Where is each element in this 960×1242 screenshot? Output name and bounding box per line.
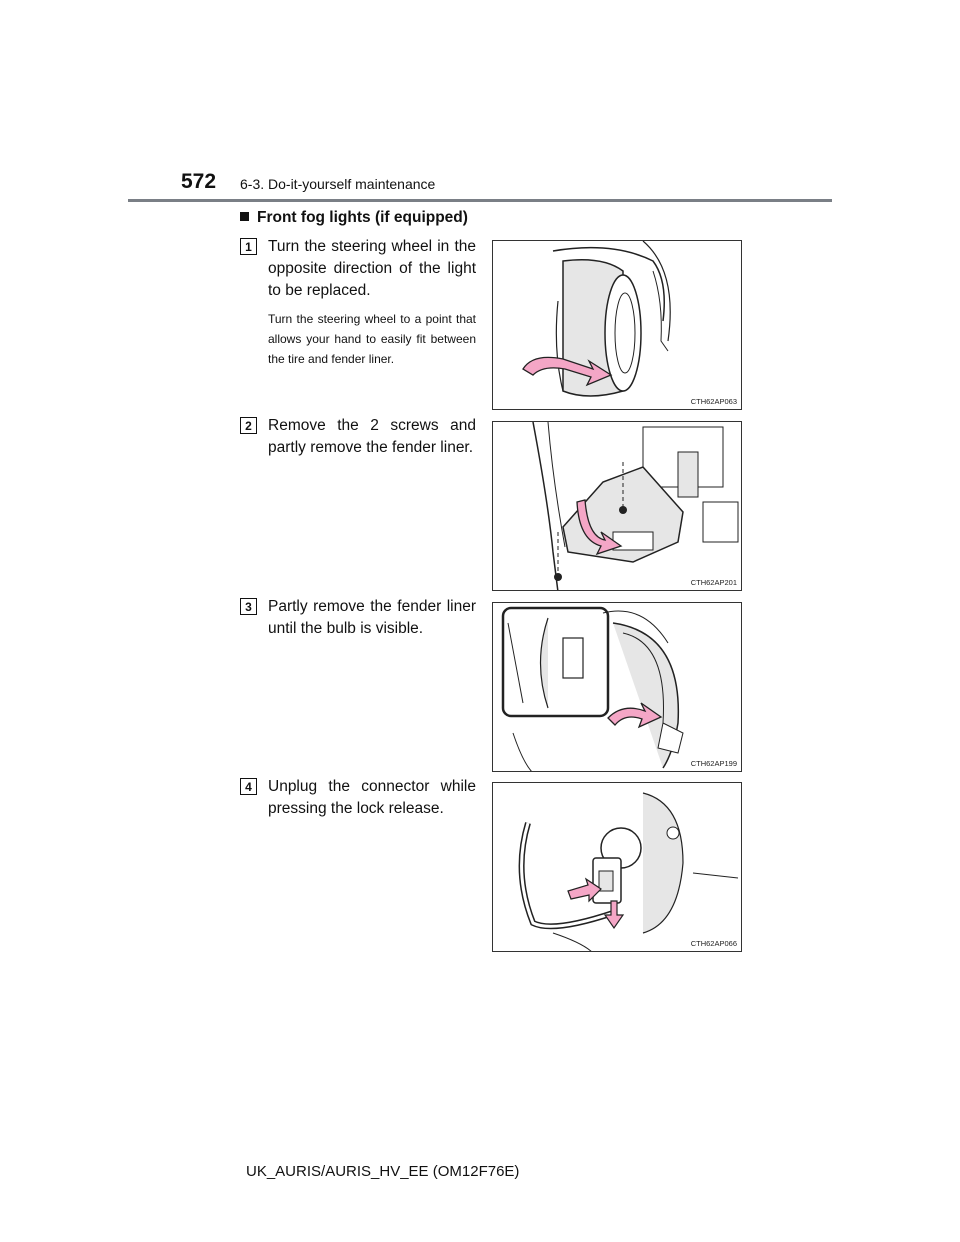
figure-code-2: CTH62AP201 xyxy=(690,578,737,587)
figure-code-3: CTH62AP199 xyxy=(690,759,737,768)
fender-liner-illustration xyxy=(532,422,739,590)
figure-step-4: CTH62AP066 xyxy=(492,782,742,952)
step-4-text: Unplug the connector while pressing the … xyxy=(268,778,476,817)
footer-document-code: UK_AURIS/AURIS_HV_EE (OM12F76E) xyxy=(246,1163,520,1180)
step-2-text: Remove the 2 screws and partly remove th… xyxy=(268,417,476,456)
header-rule xyxy=(128,199,832,202)
figure-step-1: CTH62AP063 xyxy=(492,240,742,410)
section-title: 6-3. Do-it-yourself maintenance xyxy=(240,176,436,192)
figure-step-3: CTH62AP199 xyxy=(492,602,742,772)
step-1-text: Turn the steering wheel in the opposite … xyxy=(268,238,476,299)
bulb-access-illustration xyxy=(501,606,684,771)
figure-step-2: CTH62AP201 xyxy=(492,421,742,591)
figure-code-1: CTH62AP063 xyxy=(690,397,737,406)
step-number-3: 3 xyxy=(240,598,257,615)
heading-text: Front fog lights (if equipped) xyxy=(257,209,468,226)
page-number: 572 xyxy=(181,170,217,193)
step-number-2: 2 xyxy=(240,417,257,434)
connector-illustration xyxy=(518,792,739,951)
figure-code-4: CTH62AP066 xyxy=(690,939,737,948)
step-3-text: Partly remove the fender liner until the… xyxy=(268,598,476,637)
tire-illustration xyxy=(522,241,671,397)
step-number-1: 1 xyxy=(240,238,257,255)
step-number-4: 4 xyxy=(240,778,257,795)
square-bullet-icon xyxy=(240,212,249,221)
step-1-note: Turn the steering wheel to a point that … xyxy=(268,312,476,366)
subsection-heading: Front fog lights (if equipped) xyxy=(240,209,468,227)
